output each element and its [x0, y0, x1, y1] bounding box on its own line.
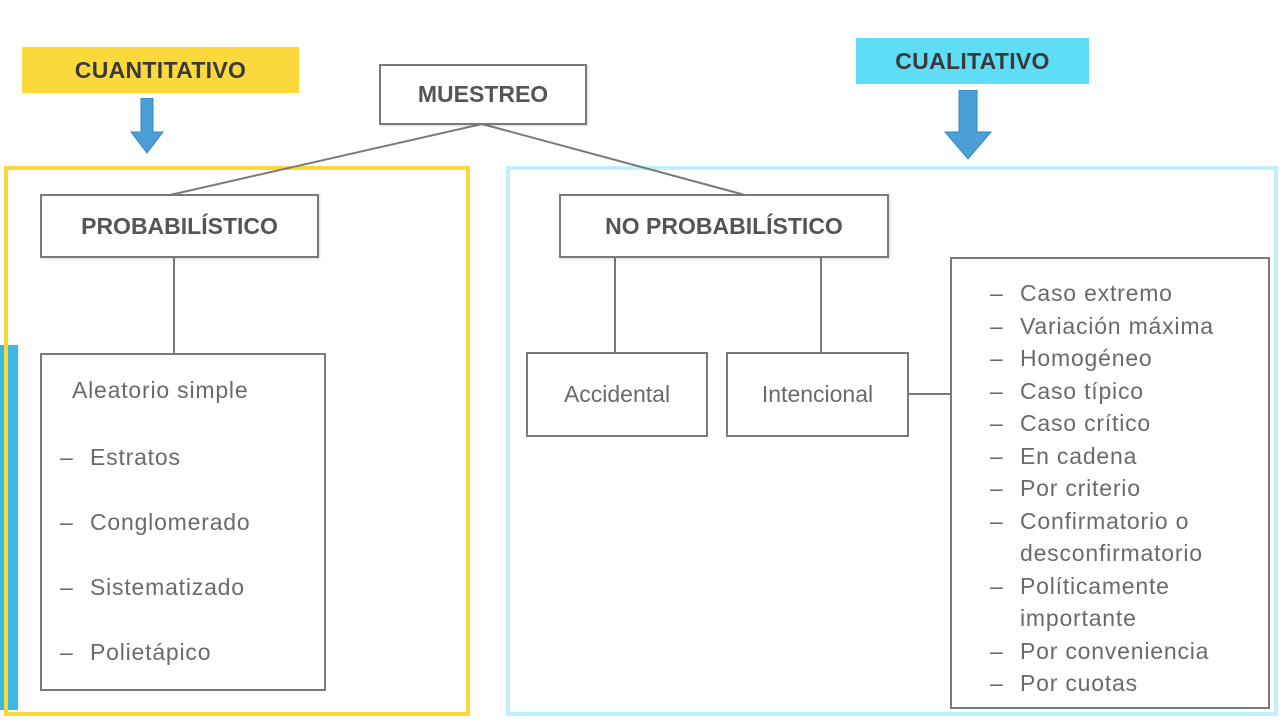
list-item: Polietápico: [60, 636, 250, 668]
list-item: Por conveniencia: [990, 635, 1268, 668]
list-item: Homogéneo: [990, 342, 1268, 375]
list-item: En cadena: [990, 440, 1268, 473]
muestreo-node: MUESTREO: [379, 64, 587, 125]
list-item: Caso extremo: [990, 277, 1268, 310]
probabilistico-node: PROBABILÍSTICO: [40, 194, 319, 258]
list-item: Estratos: [60, 441, 250, 473]
cualitativo-group: [506, 166, 1278, 716]
down-arrow-icon: [944, 90, 992, 160]
no-probabilistico-node: NO PROBABILÍSTICO: [559, 194, 889, 258]
cualitativo-label: CUALITATIVO: [856, 38, 1089, 84]
list-item: Sistematizado: [60, 571, 250, 603]
list-item: Caso crítico: [990, 407, 1268, 440]
line-muestreo-no-probabilistico: [481, 123, 746, 196]
line-muestreo-probabilistico: [169, 123, 483, 196]
cuantitativo-group: [4, 166, 470, 716]
cuantitativo-label: CUANTITATIVO: [22, 47, 299, 93]
list-item: Por cuotas: [990, 667, 1268, 700]
list-item: Caso típico: [990, 375, 1268, 408]
aleatorio-simple-label: Aleatorio simple: [72, 377, 249, 403]
down-arrow-icon: [130, 98, 164, 154]
accidental-node: Accidental: [526, 352, 708, 437]
list-item: Por criterio: [990, 472, 1268, 505]
list-item: Conglomerado: [60, 506, 250, 538]
intencional-node: Intencional: [726, 352, 909, 437]
list-item: Políticamente importante: [990, 570, 1268, 635]
list-item: Confirmatorio o desconfirmatorio: [990, 505, 1268, 570]
list-item: Variación máxima: [990, 310, 1268, 343]
probabilistic-types-box: Aleatorio simple Estratos Conglomerado S…: [40, 353, 326, 691]
probabilistic-types-list: Estratos Conglomerado Sistematizado Poli…: [60, 441, 250, 701]
intentional-types-box: Caso extremo Variación máxima Homogéneo …: [950, 257, 1270, 709]
intentional-types-list: Caso extremo Variación máxima Homogéneo …: [990, 277, 1268, 700]
